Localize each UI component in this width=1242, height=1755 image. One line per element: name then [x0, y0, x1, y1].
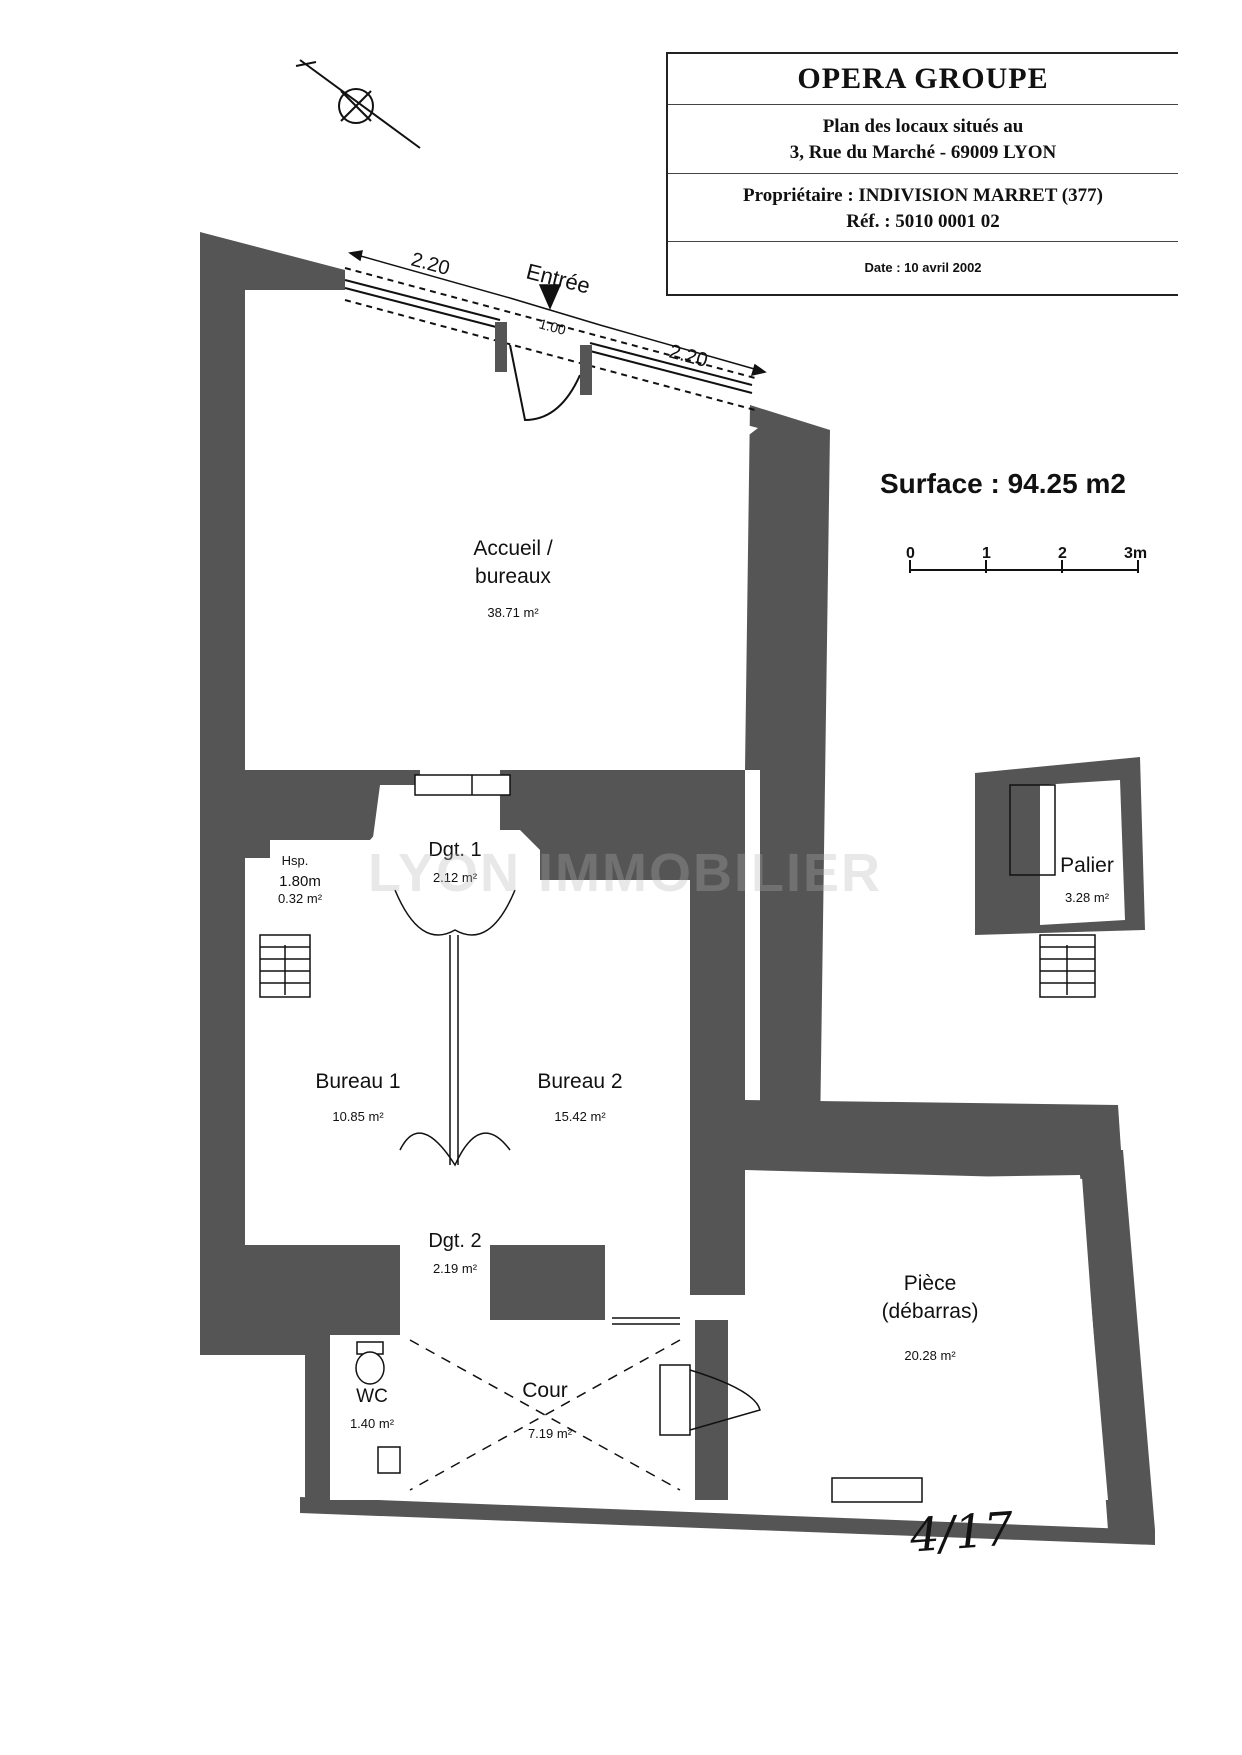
scale-tick-3: 3m	[1124, 545, 1147, 562]
room-bureau1-area: 10.85 m²	[332, 1109, 384, 1124]
scale-bar	[909, 560, 1139, 573]
stairs	[259, 774, 1096, 998]
room-fills	[245, 292, 1125, 1500]
handwritten-signature: 4/17	[908, 1501, 1016, 1563]
interior-lines	[394, 784, 1056, 1503]
dim-right: 2.20	[667, 341, 710, 372]
room-palier-area: 3.28 m²	[1065, 890, 1110, 905]
title-block: OPERA GROUPE Plan des locaux situés au 3…	[666, 52, 1178, 296]
room-bureau2-name: Bureau 2	[537, 1070, 622, 1093]
room-cour-name: Cour	[522, 1379, 568, 1402]
room-hsp-line1: Hsp.	[282, 853, 309, 868]
scale-tick-0: 0	[906, 545, 915, 562]
room-piece-area: 20.28 m²	[904, 1348, 956, 1363]
room-dgt1-name: Dgt. 1	[428, 839, 481, 861]
room-cour-area: 7.19 m²	[528, 1426, 573, 1441]
north-arrow-icon	[295, 59, 421, 149]
plan-address: Plan des locaux situés au 3, Rue du Marc…	[668, 106, 1178, 174]
room-bureau2-area: 15.42 m²	[554, 1109, 606, 1124]
room-wc-name: WC	[356, 1386, 388, 1407]
room-accueil-area: 38.71 m²	[487, 605, 539, 620]
entrance-label: Entrée	[524, 259, 593, 299]
room-piece-name-1: Pièce	[904, 1272, 957, 1295]
room-accueil-name-2: bureaux	[475, 565, 551, 588]
scale-tick-1: 1	[982, 545, 991, 562]
entrance-openings	[344, 267, 756, 422]
room-dgt1-area: 2.12 m²	[433, 870, 478, 885]
toilet-icon	[355, 1341, 401, 1474]
dim-left: 2.20	[409, 249, 452, 280]
room-dgt2-area: 2.19 m²	[433, 1261, 478, 1276]
room-hsp-line3: 0.32 m²	[278, 891, 323, 906]
room-wc-area: 1.40 m²	[350, 1416, 395, 1431]
total-surface: Surface : 94.25 m2	[880, 468, 1126, 499]
room-palier-name: Palier	[1060, 854, 1114, 877]
owner-line: Propriétaire : INDIVISION MARRET (377)	[743, 185, 1103, 206]
room-bureau1-name: Bureau 1	[315, 1070, 400, 1093]
room-hsp-line2: 1.80m	[279, 873, 321, 890]
room-dgt2-name: Dgt. 2	[428, 1230, 481, 1252]
plan-line-2: 3, Rue du Marché - 69009 LYON	[789, 142, 1057, 163]
reference-line: Réf. : 5010 0001 02	[846, 211, 1000, 232]
watermark: LYON IMMOBILIER	[368, 843, 883, 903]
room-piece-name-2: (débarras)	[882, 1300, 979, 1323]
company-name: OPERA GROUPE	[668, 54, 1178, 105]
room-accueil-name-1: Accueil /	[473, 537, 553, 560]
dimension-lines	[348, 250, 767, 377]
plan-line-1: Plan des locaux situés au	[822, 116, 1024, 137]
date-line: Date : 10 avril 2002	[864, 260, 982, 275]
owner-info: Propriétaire : INDIVISION MARRET (377) R…	[668, 176, 1178, 242]
scale-tick-2: 2	[1058, 545, 1067, 562]
dim-door: 1.00	[537, 315, 568, 338]
